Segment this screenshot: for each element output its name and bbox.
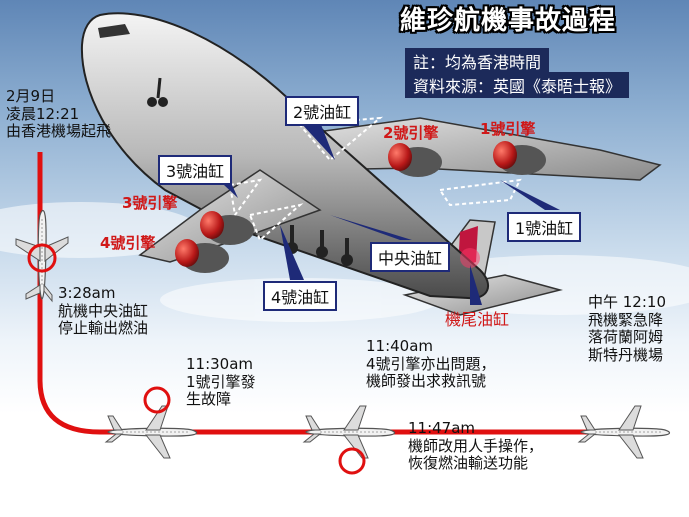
event-line: 11:30am	[186, 355, 254, 373]
event-line: 由香港機場起飛	[6, 122, 112, 141]
flight-route	[37, 152, 595, 435]
tank-2-label: 2號油缸	[285, 96, 360, 126]
event-line: 3:28am	[58, 284, 116, 302]
engine-1-label: 1號引擎	[480, 120, 536, 138]
center-tank-label: 中央油缸	[370, 242, 451, 272]
event-landing: 中午 12:10 飛機緊急降 落荷蘭阿姆 斯特丹機場	[588, 293, 666, 365]
event-manual-control: 11:47am 機師改用人手操作， 恢復燃油輸送功能	[408, 419, 544, 473]
engine-1-graphic	[493, 141, 546, 175]
event-line: 航機中央油缸	[58, 301, 149, 320]
event-line: 11:47am	[408, 419, 476, 437]
highlight-circle-engine-1	[143, 386, 171, 414]
event-line: 生故障	[186, 390, 232, 409]
event-line: 11:40am	[366, 337, 434, 355]
highlight-circle-engine-4	[338, 447, 366, 475]
note-source: 資料來源：英國《泰晤士報》	[405, 72, 630, 98]
tail-tank-label: 機尾油缸	[445, 310, 510, 329]
event-line: 停止輸出燃油	[58, 319, 149, 338]
event-takeoff: 2月9日 凌晨12:21 由香港機場起飛	[6, 87, 112, 141]
engine-4-graphic	[175, 239, 229, 273]
tank-3-label: 3號油缸	[158, 155, 233, 185]
event-line: 落荷蘭阿姆	[588, 328, 664, 347]
engine-3-graphic	[200, 211, 254, 245]
event-line: 飛機緊急降	[588, 310, 664, 329]
event-engine-1: 11:30am 1號引擎發 生故障	[186, 355, 256, 409]
note-time: 註：均為香港時間	[405, 48, 550, 74]
event-line: 機師發出求救訊號	[366, 372, 487, 391]
event-center-tank: 3:28am 航機中央油缸 停止輸出燃油	[58, 284, 149, 338]
airplane-diagram	[80, 12, 662, 316]
tank-1-label: 1號油缸	[507, 212, 582, 242]
event-line: 中午 12:10	[588, 293, 666, 311]
engine-4-label: 4號引擎	[100, 234, 156, 252]
event-line: 2月9日	[6, 87, 56, 105]
small-plane-2	[105, 405, 198, 459]
engine-3-label: 3號引擎	[122, 194, 178, 212]
event-line: 斯特丹機場	[588, 346, 664, 365]
event-line: 恢復燃油輸送功能	[408, 454, 529, 473]
highlight-circle-center-tank	[27, 243, 57, 273]
engine-2-graphic	[388, 143, 442, 177]
tank-4-label: 4號油缸	[263, 281, 338, 311]
event-line: 1號引擎發	[186, 372, 256, 391]
engine-2-label: 2號引擎	[383, 124, 439, 142]
event-line: 4號引擎亦出問題，	[366, 354, 496, 373]
page-title: 維珍航機事故過程	[400, 6, 617, 36]
event-line: 機師改用人手操作，	[408, 436, 544, 455]
event-line: 凌晨12:21	[6, 104, 80, 123]
small-plane-landing	[578, 405, 671, 459]
event-engine-4: 11:40am 4號引擎亦出問題， 機師發出求救訊號	[366, 337, 496, 391]
